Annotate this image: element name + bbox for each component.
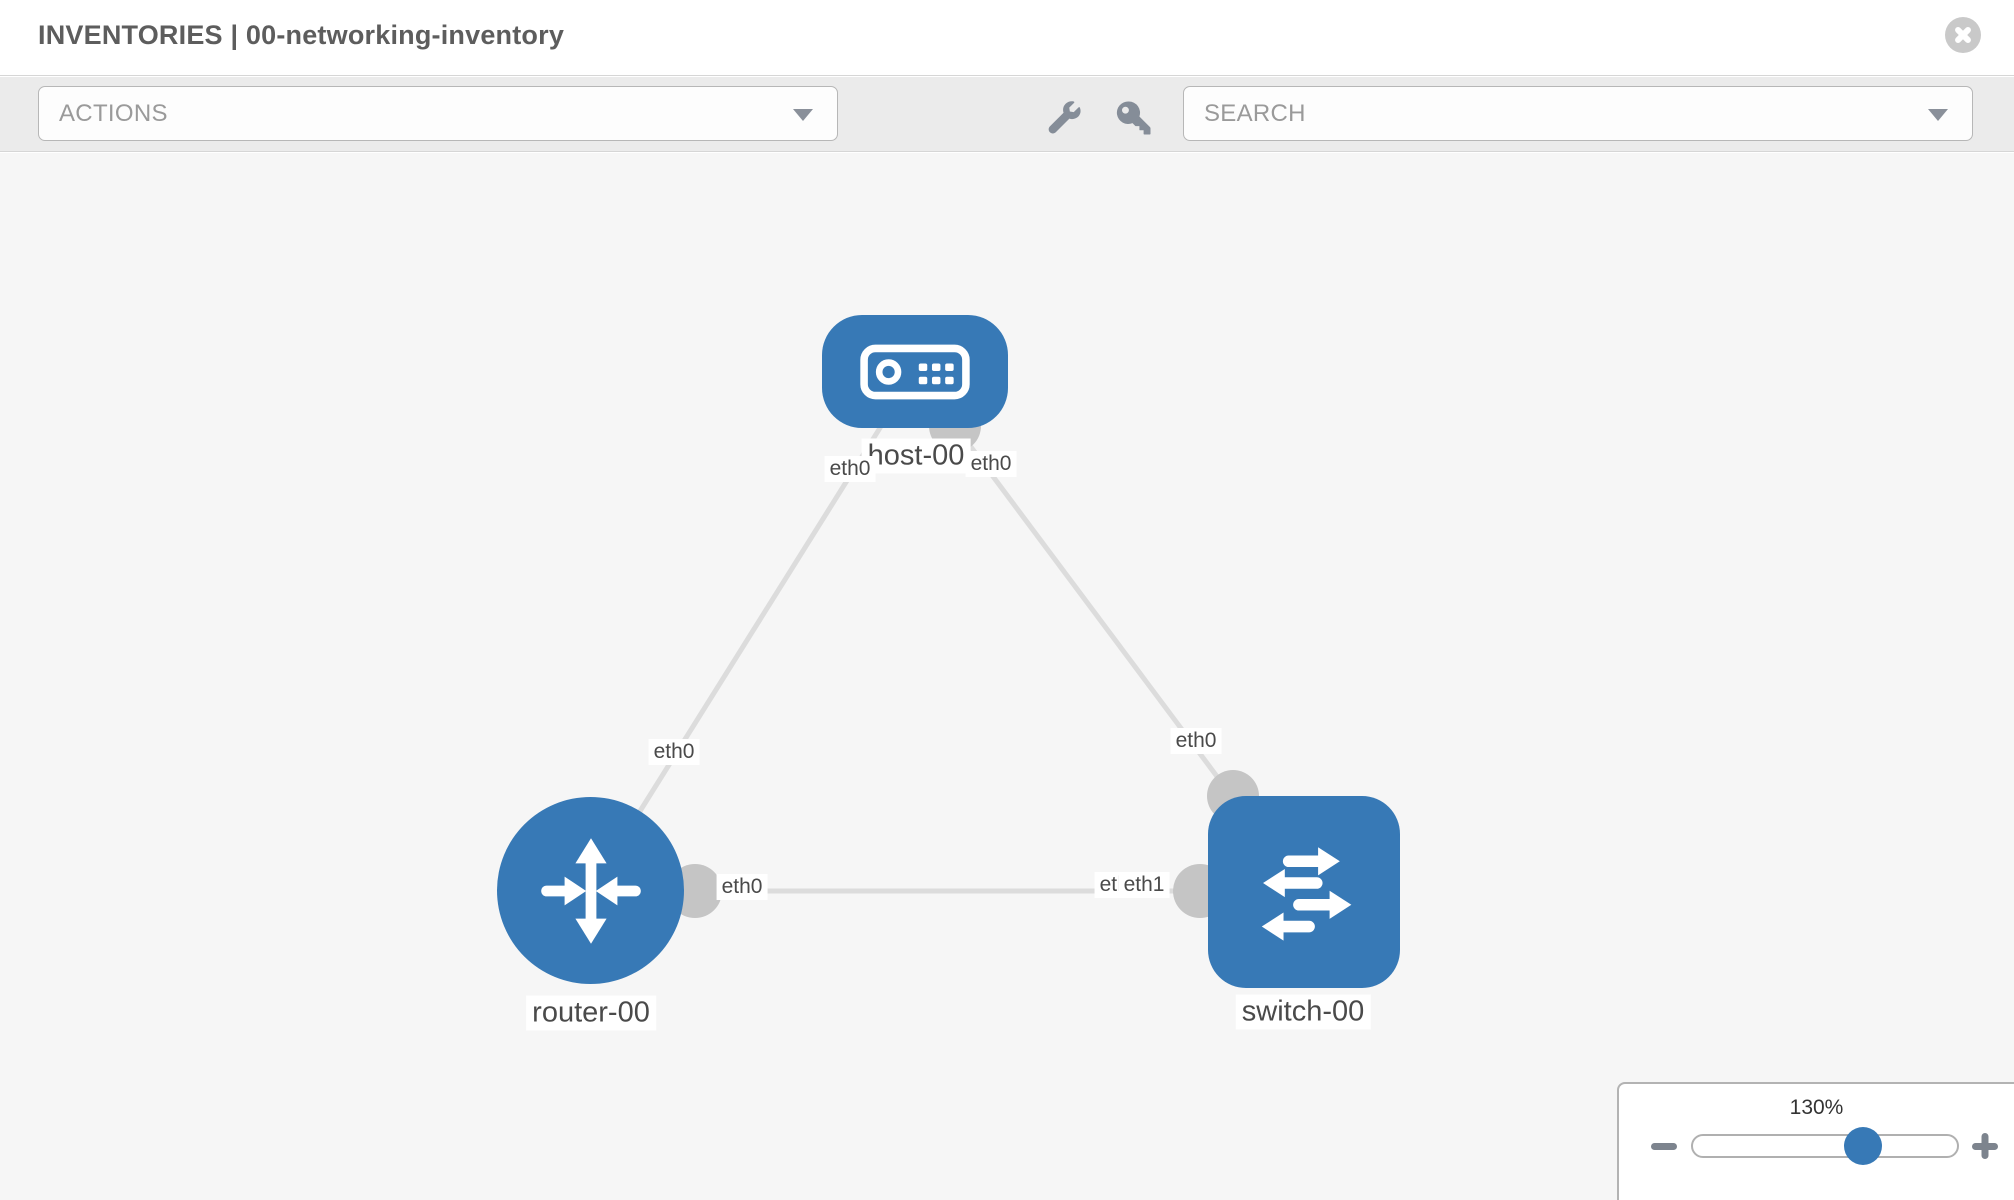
zoom-out-icon[interactable] <box>1648 1130 1680 1162</box>
search-dropdown-label: SEARCH <box>1204 99 1306 127</box>
actions-dropdown[interactable]: ACTIONS <box>38 86 838 141</box>
topology-canvas[interactable]: host-00 router-00 switch-00 eth0 eth0 et… <box>0 153 2014 1200</box>
node-host-00[interactable] <box>822 315 1008 428</box>
close-icon[interactable] <box>1945 17 1981 53</box>
interface-label: eth1 <box>1118 872 1170 898</box>
page-title: INVENTORIES | 00-networking-inventory <box>38 20 565 50</box>
wrench-icon[interactable] <box>1046 100 1082 136</box>
interface-label: eth0 <box>716 874 768 900</box>
interface-label: eth0 <box>648 739 700 765</box>
zoom-control-panel: 130% <box>1617 1082 2014 1200</box>
node-label-host: host-00 <box>861 438 971 474</box>
node-switch-00[interactable] <box>1208 796 1400 988</box>
node-label-switch: switch-00 <box>1235 994 1371 1030</box>
zoom-slider[interactable] <box>1691 1127 1959 1165</box>
router-icon <box>540 837 641 944</box>
actions-dropdown-label: ACTIONS <box>59 99 168 127</box>
page-header: INVENTORIES | 00-networking-inventory <box>0 0 2014 76</box>
node-label-router: router-00 <box>526 995 656 1031</box>
zoom-in-icon[interactable] <box>1969 1130 2001 1162</box>
interface-label: eth0 <box>1170 728 1222 754</box>
chevron-down-icon <box>1928 108 1948 121</box>
zoom-slider-handle[interactable] <box>1844 1127 1883 1165</box>
search-dropdown[interactable]: SEARCH <box>1183 86 1973 141</box>
server-icon <box>860 344 970 399</box>
chevron-down-icon <box>793 108 813 121</box>
interface-label: eth0 <box>965 451 1017 477</box>
switch-icon <box>1261 847 1352 941</box>
topology-links <box>587 370 1307 918</box>
node-router-00[interactable] <box>497 797 684 984</box>
interface-label: eth0 <box>824 456 876 482</box>
zoom-level-value: 130% <box>1789 1096 1844 1119</box>
key-icon[interactable] <box>1116 100 1152 136</box>
toolbar: ACTIONS SEARCH <box>0 77 2014 152</box>
